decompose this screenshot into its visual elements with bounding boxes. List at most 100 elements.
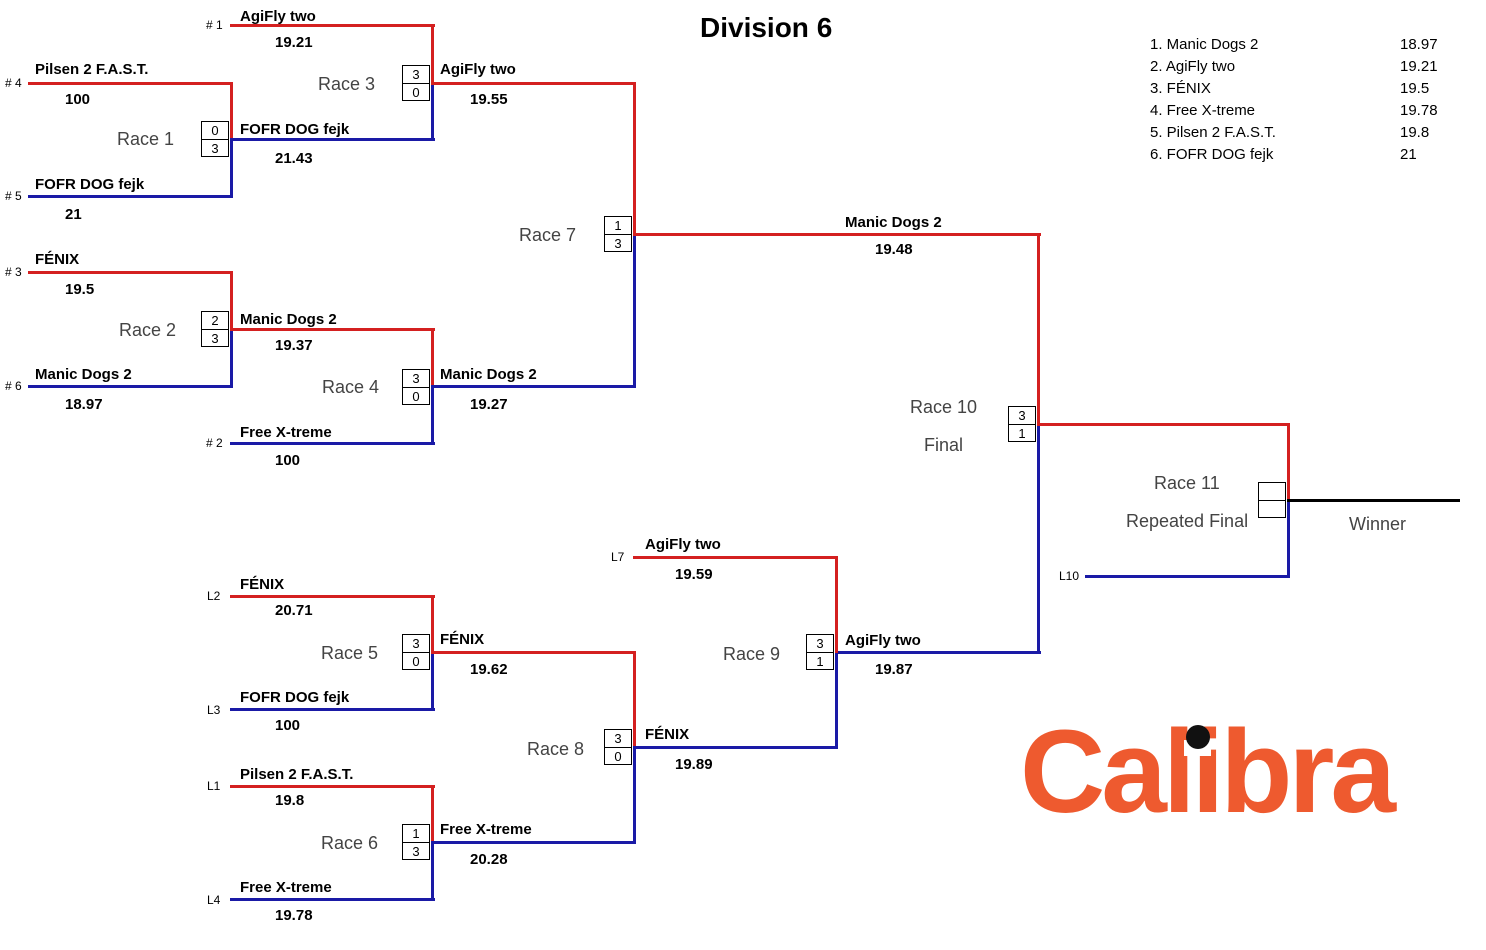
ranking-time: 21 <box>1400 146 1417 163</box>
ranking-time: 19.5 <box>1400 80 1430 97</box>
score-box: 3 0 <box>604 729 632 765</box>
team-time: 19.8 <box>275 792 305 809</box>
bracket-line <box>633 233 1041 236</box>
team-name: FÉNIX <box>240 576 285 593</box>
seed-label: L4 <box>207 893 221 907</box>
score-top: 3 <box>807 635 833 653</box>
winner-label: Winner <box>1349 514 1407 534</box>
score-box: 3 1 <box>806 634 834 670</box>
team-name: AgiFly two <box>645 536 721 553</box>
team-time: 19.87 <box>875 661 913 678</box>
team-name: FÉNIX <box>35 251 80 268</box>
score-top: 1 <box>605 217 631 235</box>
ranking-time: 18.97 <box>1400 36 1438 53</box>
bracket-line <box>230 442 435 445</box>
bracket-line <box>431 387 434 445</box>
seed-label: # 1 <box>206 18 223 32</box>
race-label: Race 3 <box>318 74 376 94</box>
bracket-line <box>836 651 1041 654</box>
team-time: 19.37 <box>275 337 313 354</box>
team-time: 19.78 <box>275 907 313 924</box>
seed-label: L2 <box>207 589 221 603</box>
team-name: AgiFly two <box>845 632 921 649</box>
score-box: 1 3 <box>402 824 430 860</box>
score-box: 2 3 <box>201 311 229 347</box>
score-bottom: 0 <box>412 85 420 100</box>
bracket-line <box>230 595 435 598</box>
bracket-line <box>633 235 636 388</box>
seed-label: # 4 <box>5 76 22 90</box>
score-box: 3 0 <box>402 369 430 405</box>
bracket-line <box>1085 575 1290 578</box>
bracket-line <box>28 82 233 85</box>
team-time: 21 <box>65 206 82 223</box>
ranking-time: 19.21 <box>1400 58 1438 75</box>
score-top: 3 <box>605 730 631 748</box>
seed-label: L10 <box>1059 569 1080 583</box>
ranking-label: 4. Free X-treme <box>1150 102 1256 119</box>
score-bottom: 1 <box>816 654 824 669</box>
team-name: FÉNIX <box>440 631 485 648</box>
race-label: Race 11 <box>1154 473 1220 493</box>
bracket-line <box>230 140 233 198</box>
race-label: Race 5 <box>321 643 379 663</box>
score-bottom <box>1259 501 1285 518</box>
score-bottom: 0 <box>412 389 420 404</box>
bracket-line <box>431 24 434 84</box>
bracket-line <box>230 82 233 140</box>
team-name: Manic Dogs 2 <box>440 366 537 383</box>
bracket-line <box>230 708 435 711</box>
score-box: 0 3 <box>201 121 229 157</box>
team-name: FÉNIX <box>645 726 690 743</box>
score-box: 3 1 <box>1008 406 1036 442</box>
seed-label: # 3 <box>5 265 22 279</box>
bracket-line <box>230 24 435 27</box>
winner-line <box>1287 499 1460 502</box>
seed-label: # 2 <box>206 436 223 450</box>
race-label: Race 2 <box>119 320 177 340</box>
score-top: 3 <box>403 635 429 653</box>
team-time: 19.89 <box>675 756 713 773</box>
score-box <box>1258 482 1286 518</box>
bracket-line <box>431 82 636 85</box>
ranking-label: 1. Manic Dogs 2 <box>1150 36 1259 53</box>
bracket-line <box>633 651 636 748</box>
bracket-line <box>230 330 233 388</box>
bracket-line <box>431 843 434 901</box>
race-label: Race 4 <box>322 377 380 397</box>
score-top: 2 <box>202 312 228 330</box>
score-bottom: 0 <box>412 654 420 669</box>
score-top: 3 <box>1009 407 1035 425</box>
team-name: Manic Dogs 2 <box>240 311 337 328</box>
team-time: 19.55 <box>470 91 508 108</box>
score-top <box>1259 483 1285 501</box>
team-name: AgiFly two <box>440 61 516 78</box>
race-label: Race 8 <box>527 739 585 759</box>
bracket-line <box>1037 233 1040 425</box>
team-name: FOFR DOG fejk <box>35 176 145 193</box>
score-bottom: 3 <box>211 331 219 346</box>
logo-dot-icon <box>1186 725 1210 749</box>
bracket-line <box>633 82 636 235</box>
score-top: 3 <box>403 370 429 388</box>
race-label: Race 1 <box>117 129 175 149</box>
team-time: 19.59 <box>675 566 713 583</box>
score-box: 3 0 <box>402 634 430 670</box>
seed-label: L7 <box>611 550 625 564</box>
bracket-line <box>230 785 435 788</box>
bracket-line <box>431 385 636 388</box>
bracket-line <box>431 595 434 653</box>
seed-label: # 5 <box>5 189 22 203</box>
bracket-line <box>633 556 838 559</box>
bracket-line <box>835 653 838 749</box>
ranking-label: 5. Pilsen 2 F.A.S.T. <box>1150 124 1276 141</box>
team-time: 19.48 <box>875 241 913 258</box>
team-name: Pilsen 2 F.A.S.T. <box>240 766 354 783</box>
bracket-line <box>1037 425 1040 654</box>
team-name: AgiFly two <box>240 8 316 25</box>
bracket-line <box>28 385 233 388</box>
team-time: 100 <box>275 452 301 469</box>
bracket-line <box>230 138 435 141</box>
race-sublabel: Final <box>924 435 964 455</box>
ranking-label: 3. FÉNIX <box>1150 80 1211 97</box>
